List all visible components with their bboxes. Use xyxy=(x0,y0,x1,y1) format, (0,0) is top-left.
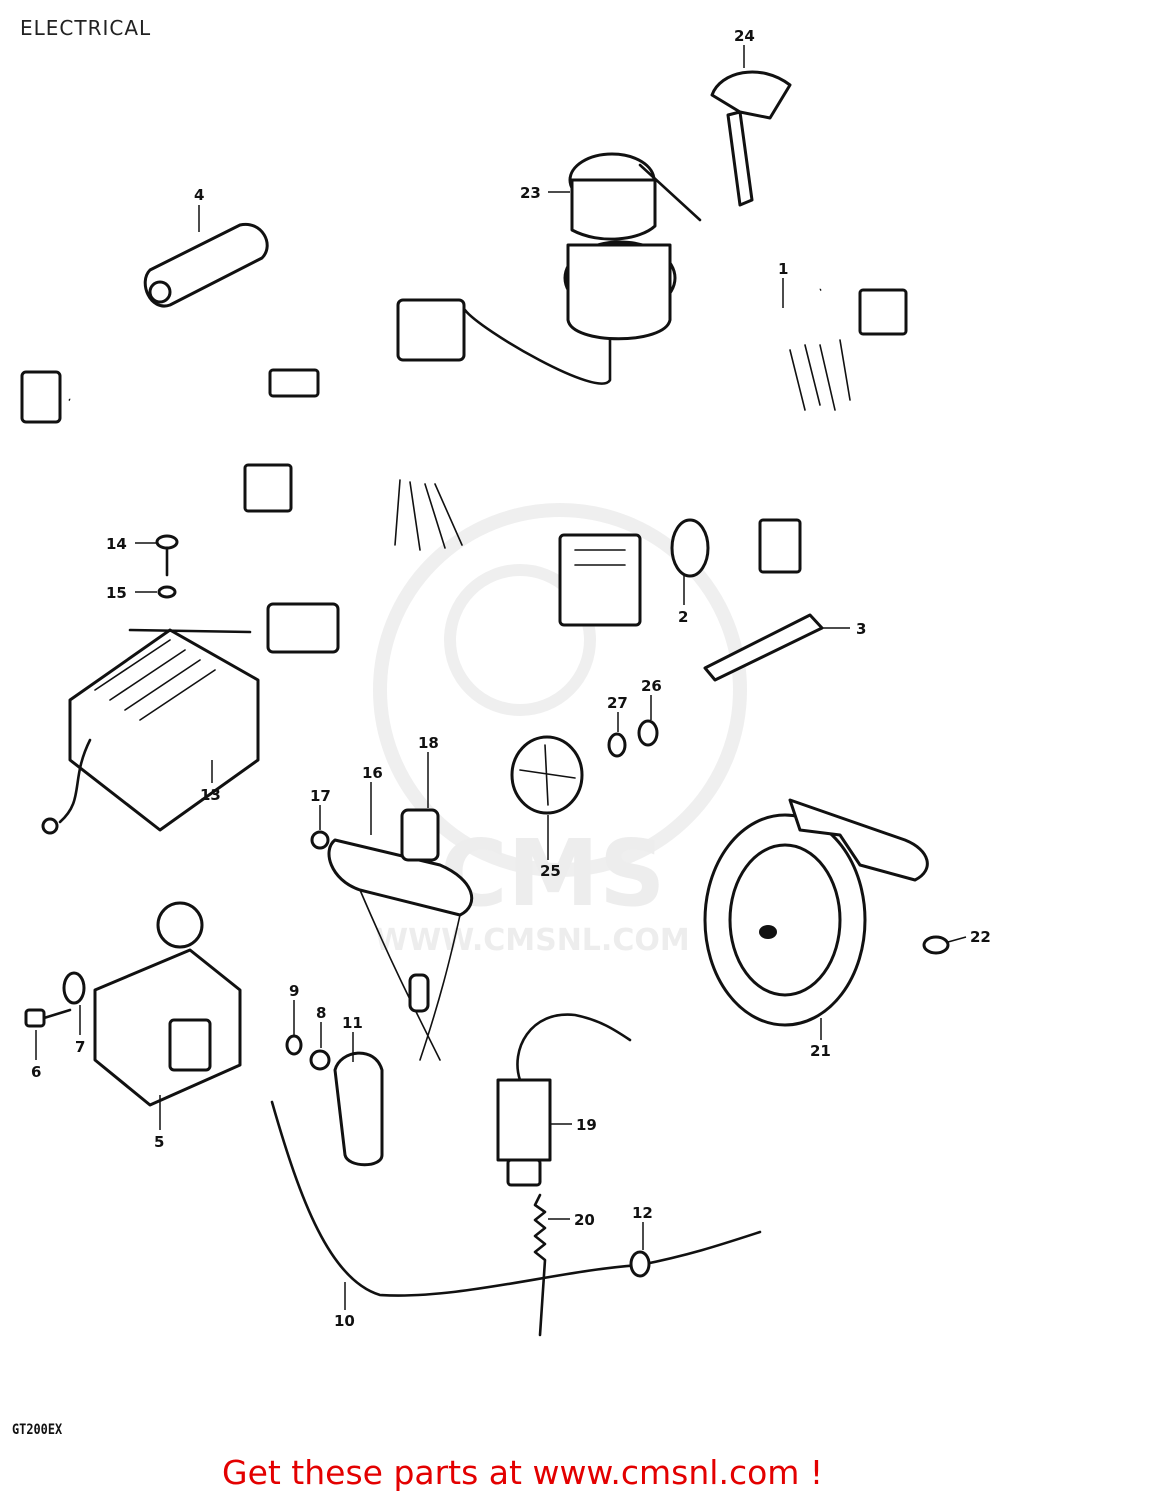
callout-16: 16 xyxy=(362,764,383,782)
callout-22: 22 xyxy=(970,928,991,946)
callout-20: 20 xyxy=(574,1211,595,1229)
part-screw-14 xyxy=(155,534,179,577)
part-screw-22 xyxy=(922,935,950,955)
part-cap-25 xyxy=(510,735,584,815)
part-bolt-6 xyxy=(24,1008,72,1028)
callout-10: 10 xyxy=(334,1312,355,1330)
callout-18: 18 xyxy=(418,734,439,752)
callout-11: 11 xyxy=(342,1014,363,1032)
part-switch-19 xyxy=(496,1013,632,1187)
callout-9: 9 xyxy=(289,982,299,1000)
callout-3: 3 xyxy=(856,620,866,638)
part-boot xyxy=(333,1051,384,1167)
callout-24: 24 xyxy=(734,27,755,45)
part-clamp-18 xyxy=(400,808,440,862)
callout-14: 14 xyxy=(106,535,127,553)
callout-8: 8 xyxy=(316,1004,326,1022)
part-nut-26 xyxy=(637,719,659,747)
part-washer-15 xyxy=(157,585,177,599)
callout-13: 13 xyxy=(200,786,221,804)
part-horn xyxy=(703,798,929,1027)
callout-labels: 1 2 3 4 5 6 7 8 9 10 11 12 13 14 15 16 1… xyxy=(31,27,991,1330)
callout-1: 1 xyxy=(778,260,788,278)
watermark-url: WWW.CMSNL.COM xyxy=(375,923,690,958)
callout-21: 21 xyxy=(810,1042,831,1060)
callout-25: 25 xyxy=(540,862,561,880)
part-ignition-switch xyxy=(396,152,702,385)
callout-4: 4 xyxy=(194,186,204,204)
part-washer-27 xyxy=(607,732,627,758)
callout-12: 12 xyxy=(632,1204,653,1222)
part-cable xyxy=(270,1100,762,1297)
callout-15: 15 xyxy=(106,584,127,602)
callout-2: 2 xyxy=(678,608,688,626)
model-code: GT200EX xyxy=(12,1422,63,1438)
get-parts-link[interactable]: Get these parts at www.cmsnl.com ! xyxy=(222,1453,824,1492)
part-nut-8 xyxy=(309,1049,331,1071)
watermark-brand: CMS xyxy=(440,820,665,927)
callout-5: 5 xyxy=(154,1133,164,1151)
callout-17: 17 xyxy=(310,787,331,805)
part-spring-20 xyxy=(533,1193,547,1337)
part-cable-end xyxy=(629,1250,651,1278)
part-regulator xyxy=(41,602,340,835)
callout-6: 6 xyxy=(31,1063,41,1081)
callout-leaders xyxy=(35,45,967,1310)
callout-27: 27 xyxy=(607,694,628,712)
part-starter-relay xyxy=(93,901,242,1107)
page-title: ELECTRICAL xyxy=(20,16,152,40)
part-16 xyxy=(327,838,474,1061)
part-relay xyxy=(558,533,642,627)
part-washer-9 xyxy=(285,1034,303,1056)
part-wiring-harness xyxy=(20,288,908,578)
callout-23: 23 xyxy=(520,184,541,202)
part-4 xyxy=(143,222,269,308)
part-key xyxy=(710,70,792,207)
callout-26: 26 xyxy=(641,677,662,695)
part-washer-7 xyxy=(62,971,86,1005)
part-screw-17 xyxy=(310,830,330,850)
callout-19: 19 xyxy=(576,1116,597,1134)
callout-7: 7 xyxy=(75,1038,85,1056)
cms-watermark: CMS WWW.CMSNL.COM xyxy=(373,503,747,958)
